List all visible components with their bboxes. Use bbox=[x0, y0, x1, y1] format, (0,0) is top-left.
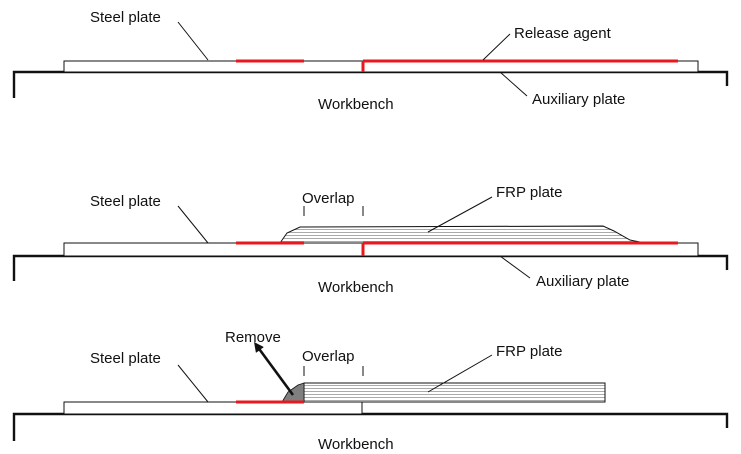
workbench-label-2: Workbench bbox=[318, 279, 394, 296]
steel-plate-label-3: Steel plate bbox=[90, 350, 161, 367]
frp-plate-leader-3 bbox=[427, 354, 493, 393]
panel-3: Remove Steel plate Overlap FRP plate Wor… bbox=[12, 329, 729, 453]
auxiliary-plate-leader-1 bbox=[499, 71, 528, 97]
frp-plate-2 bbox=[279, 225, 646, 244]
release-agent-leader-1 bbox=[482, 33, 511, 61]
steel-plate-3 bbox=[63, 401, 363, 415]
release-agent-label: Release agent bbox=[514, 25, 612, 42]
frp-plate-label-3: FRP plate bbox=[496, 343, 562, 360]
steel-plate-leader-1 bbox=[177, 21, 209, 61]
frp-plate-label-2: FRP plate bbox=[496, 184, 562, 201]
auxiliary-plate-1 bbox=[361, 60, 699, 73]
overlap-label-3: Overlap bbox=[302, 348, 355, 365]
frp-plate-3 bbox=[303, 382, 606, 403]
auxiliary-plate-label-2: Auxiliary plate bbox=[536, 273, 629, 290]
steel-plate-leader-2 bbox=[177, 205, 209, 244]
auxiliary-plate-label-1: Auxiliary plate bbox=[532, 91, 625, 108]
panel-2: Steel plate Overlap FRP plate Auxiliary … bbox=[12, 184, 729, 296]
steel-plate-2 bbox=[63, 242, 363, 257]
steel-plate-label-2: Steel plate bbox=[90, 193, 161, 210]
steel-plate-leader-3 bbox=[177, 364, 209, 403]
workbench-label-3: Workbench bbox=[318, 436, 394, 453]
panel-1: Steel plate Release agent Auxiliary plat… bbox=[12, 9, 729, 113]
workbench-3 bbox=[12, 412, 729, 441]
remove-arrow bbox=[254, 341, 295, 396]
steel-plate-label-1: Steel plate bbox=[90, 9, 161, 26]
overlap-label-2: Overlap bbox=[302, 190, 355, 207]
steel-plate-1 bbox=[63, 60, 363, 73]
auxiliary-plate-leader-2 bbox=[499, 255, 531, 279]
auxiliary-plate-2 bbox=[361, 242, 699, 257]
remove-label: Remove bbox=[225, 329, 281, 346]
workbench-label-1: Workbench bbox=[318, 96, 394, 113]
frp-plate-leader-2 bbox=[427, 196, 493, 233]
